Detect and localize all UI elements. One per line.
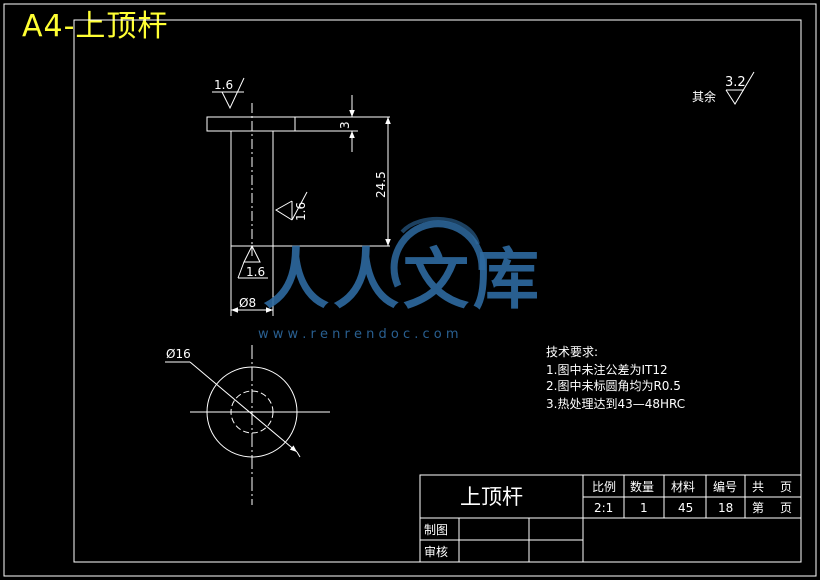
title-header-page: 页 — [780, 480, 792, 494]
title-drawn-label: 制图 — [424, 523, 448, 537]
title-value-qty: 1 — [640, 501, 648, 515]
rest-roughness-value: 3.2 — [725, 75, 746, 90]
head-diameter-dim: Ø16 — [166, 347, 191, 361]
rest-roughness-symbol — [725, 71, 755, 105]
tech-req-heading: 技术要求: — [546, 345, 598, 359]
title-value-code: 18 — [718, 501, 733, 515]
title-value-sheet: 第 — [752, 501, 764, 515]
title-value-scale: 2:1 — [594, 501, 613, 515]
title-block — [419, 474, 802, 563]
head-thickness-dim: 3 — [338, 121, 352, 129]
title-header-qty: 数量 — [630, 479, 654, 494]
title-value-page: 页 — [780, 501, 792, 515]
roughness-side-label: 1.6 — [294, 202, 308, 221]
top-view — [165, 345, 330, 505]
shank-length-dim: 24.5 — [374, 171, 388, 198]
outer-frame — [3, 3, 817, 577]
watermark-url: w w w . r e n r e n d o c . c o m — [258, 327, 459, 342]
shank-diameter-dim: Ø8 — [239, 296, 256, 310]
front-view — [206, 77, 391, 316]
watermark-logo — [390, 216, 486, 288]
roughness-top-label: 1.6 — [214, 78, 233, 92]
roughness-bottom-label: 1.6 — [246, 265, 265, 279]
title-header-material: 材料 — [671, 480, 695, 494]
title-header-code: 编号 — [713, 479, 737, 494]
title-header-total: 共 — [752, 480, 764, 494]
title-value-material: 45 — [678, 501, 693, 515]
title-part-name: 上顶杆 — [460, 485, 523, 509]
head-outline — [206, 116, 296, 132]
title-header-scale: 比例 — [592, 480, 616, 494]
tech-req-item-2: 2.图中未标圆角均为R0.5 — [546, 378, 681, 393]
sheet-title: A4-上顶杆 — [22, 9, 169, 44]
tech-req-item-1: 1.图中未注公差为IT12 — [546, 362, 668, 377]
tech-req-item-3: 3.热处理达到43—48HRC — [546, 397, 685, 411]
watermark-text: 人人文库 — [263, 241, 543, 318]
rest-roughness-label: 其余 — [692, 89, 716, 104]
title-checked-label: 审核 — [424, 544, 448, 559]
